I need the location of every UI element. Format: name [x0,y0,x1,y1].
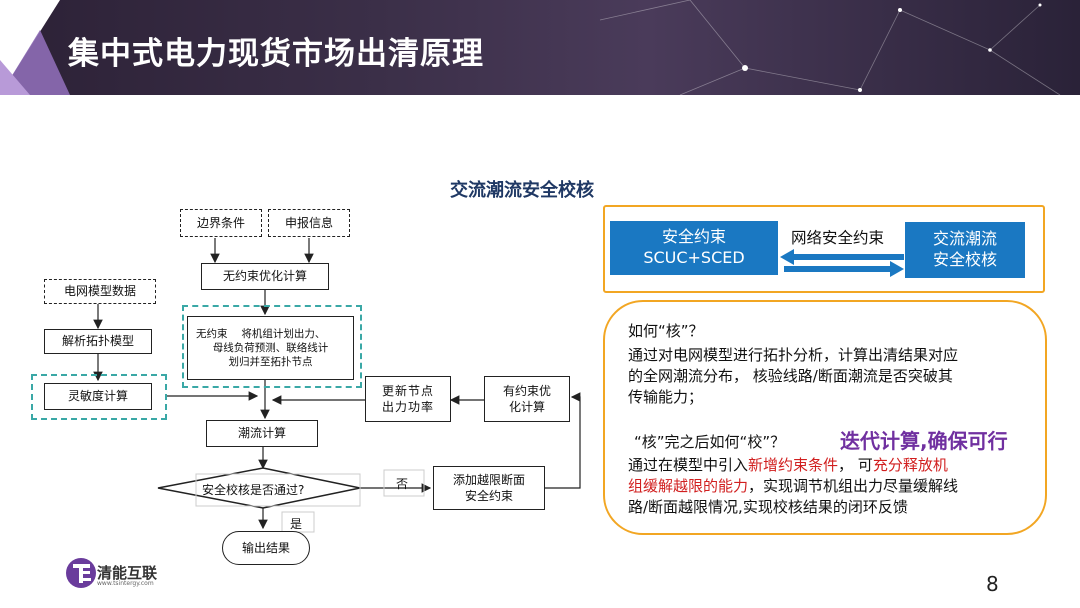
line1-part-a: 通过在模型中引入 [628,456,749,474]
scuc-sced-box: 安全约束 SCUC+SCED [610,221,778,275]
page-title: 集中式电力现货市场出清原理 [68,36,484,72]
answer-correct-line-3: 路/断面越限情况,实现校核结果的闭环反馈 [628,498,908,516]
question-verify: 如何“核”？ [628,322,704,340]
output-result-box: 输出结果 [222,531,310,565]
page-number: 8 [986,572,999,596]
network-constraint-panel [603,205,1045,293]
line1-red-new-constraint: 新增约束条件 [748,456,839,474]
boundary-conditions-box: 边界条件 [180,209,262,237]
note-line-2: 母线负荷预测、联络线计 [212,341,329,354]
line2-part-b: ，实现调节机组出力尽量缓解线 [748,477,959,495]
add-constraint-line-1: 添加越限断面 [452,472,525,487]
grid-model-data-box: 电网模型数据 [44,279,156,304]
line1-part-b: ， 可 [838,456,873,474]
scuc-line-2: SCUC+SCED [643,248,745,267]
answer-correct-line-1: 通过在模型中引入新增约束条件， 可充分释放机 [628,454,948,475]
constrained-opt-line-2: 化计算 [508,400,545,414]
unconstrained-opt-box: 无约束优化计算 [201,263,329,290]
update-node-line-2: 出力功率 [381,400,434,414]
update-node-line-1: 更新节点 [381,383,434,398]
answer-verify-line-3: 传输能力； [628,388,704,406]
header-banner: 集中式电力现货市场出清原理 [0,0,1080,95]
ac-check-line-1: 交流潮流 [932,229,997,249]
scuc-line-1: 安全约束 [661,227,726,247]
sensitivity-group [31,374,167,420]
flowchart-connectors [93,238,581,533]
topology-model-box: 解析拓扑模型 [44,329,152,354]
company-logo-name: 清能互联 [97,564,158,582]
company-logo-url: www.tsintergy.com [97,580,154,587]
network-constraint-label: 网络安全约束 [791,229,885,247]
header-decoration [0,0,1061,95]
security-check-label: 安全校核是否通过? [202,483,305,497]
line1-red-release: 充分释放机 [872,456,948,474]
ac-flow-check-box: 交流潮流 安全校核 [905,222,1025,278]
update-node-box: 更新节点 出力功率 [365,376,451,422]
unconstrained-group [182,305,362,388]
company-logo-icon [66,558,96,588]
unconstrained-note-box: 无约束 将机组计划出力、 母线负荷预测、联络线计 划归并至拓扑节点 [187,316,354,380]
explanation-panel [603,300,1047,535]
yes-label: 是 [290,517,303,531]
bidirectional-arrows [780,249,904,277]
line2-red-ability: 组缓解越限的能力 [628,477,749,495]
no-label: 否 [396,477,409,491]
diagram-title: 交流潮流安全校核 [450,180,594,201]
note-line-3: 划归并至拓扑节点 [228,356,313,369]
constrained-opt-line-1: 有约束优 [502,383,551,398]
sensitivity-box: 灵敏度计算 [44,383,152,410]
add-constraint-box: 添加越限断面 安全约束 [433,466,545,510]
iterative-highlight: 迭代计算,确保可行 [840,429,1008,453]
note-line-1: 无约束 将机组计划出力、 [196,327,326,340]
answer-verify-line-1: 通过对电网模型进行拓扑分析，计算出清结果对应 [628,346,959,364]
ac-check-line-2: 安全校核 [932,250,997,269]
power-flow-box: 潮流计算 [206,420,318,447]
add-constraint-line-2: 安全约束 [464,489,513,503]
answer-verify-line-2: 的全网潮流分布， 核验线路/断面潮流是否突破其 [628,367,953,385]
answer-correct-line-2: 组缓解越限的能力，实现调节机组出力尽量缓解线 [628,475,958,496]
declare-info-box: 申报信息 [268,209,350,237]
question-correct: “核”完之后如何“校”？ [634,433,786,451]
constrained-opt-box: 有约束优 化计算 [484,376,570,422]
